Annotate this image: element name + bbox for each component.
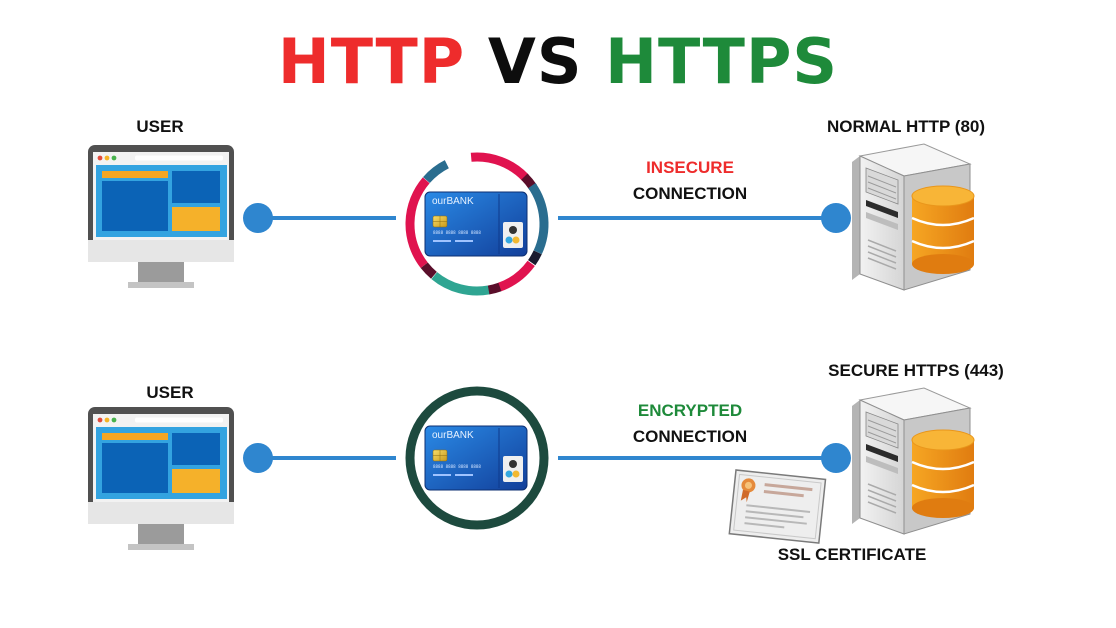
bottom-user-monitor-icon	[88, 407, 234, 550]
title-vs: VS	[487, 25, 583, 98]
certificate-icon	[728, 469, 827, 544]
top-card-brand: ourBANK	[432, 196, 474, 207]
bottom-connection-word: CONNECTION	[632, 427, 748, 446]
top-user-monitor-icon	[88, 145, 234, 288]
top-user-node-dot	[243, 203, 273, 233]
bottom-user-node-dot	[243, 443, 273, 473]
top-connection-label: INSECURE CONNECTION	[590, 155, 790, 207]
top-server-label: NORMAL HTTP (80)	[826, 117, 986, 136]
page-title: HTTP VS HTTPS	[0, 22, 1116, 102]
bottom-user-label: USER	[146, 383, 194, 402]
bottom-server-node-dot	[821, 443, 851, 473]
top-server-node-dot	[821, 203, 851, 233]
insecure-status-text: INSECURE	[646, 158, 734, 177]
title-https: HTTPS	[605, 25, 839, 98]
ssl-certificate-label: SSL CERTIFICATE	[777, 545, 927, 564]
top-connection-word: CONNECTION	[632, 184, 748, 203]
top-database-icon	[910, 184, 976, 276]
encrypted-ring	[405, 386, 549, 530]
bottom-card-brand: ourBANK	[432, 430, 474, 441]
bottom-connection-label: ENCRYPTED CONNECTION	[590, 398, 790, 450]
bottom-database-icon	[910, 428, 976, 520]
encrypted-status-text: ENCRYPTED	[637, 401, 743, 420]
top-user-label: USER	[136, 117, 184, 136]
bottom-server-label: SECURE HTTPS (443)	[828, 361, 1004, 380]
title-http: HTTP	[277, 25, 466, 98]
